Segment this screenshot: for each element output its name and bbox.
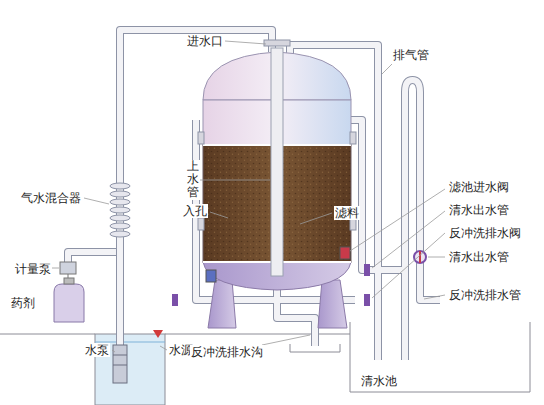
tank [198,40,356,328]
air-water-mixer [110,207,130,213]
tank [208,280,236,328]
part-label: 进水口 [186,34,224,48]
water-pump [113,355,127,356]
part-label: 入孔 [182,204,208,218]
leader-lines [424,295,445,299]
leader-lines [225,41,266,44]
part-label: 滤池进水阀 [448,180,510,194]
part-label: 滤料 [334,206,360,220]
part-label: 计量泵 [14,262,52,276]
tank [318,280,347,328]
valves [206,270,216,282]
part-label: 反冲洗排水沟 [190,345,264,359]
valves [172,294,178,306]
valves [340,247,350,259]
water-pump [113,365,127,366]
valves [419,251,421,263]
leader-lines [428,257,445,258]
leader-lines [52,268,59,269]
part-label: 反冲洗排水管 [448,288,522,302]
ground-lines [0,334,95,335]
valves [364,264,370,276]
part-label: 清水出水管 [448,203,510,217]
pipes [350,120,405,270]
air-water-mixer [110,223,130,229]
pipes [68,30,440,360]
part-label: 反冲洗排水阀 [448,226,522,240]
tank [264,40,290,46]
metering-pump-and-tank [68,274,69,278]
ground-lines [0,322,530,392]
vertical-part-label: 上水管 [186,160,200,200]
part-label: 水泵 [84,343,110,357]
leader-lines [372,211,445,268]
part-label: 排气管 [392,48,430,62]
leader-lines [382,64,392,74]
leader-lines [262,335,310,345]
valves [414,251,426,263]
air-water-mixer [110,191,130,197]
air-water-mixer [110,183,130,189]
pipes [68,30,440,360]
leader-lines [372,233,445,298]
metering-pump-and-tank [54,262,84,322]
part-label: 清水池 [360,374,398,388]
pipes [68,252,116,262]
part-label: 药剂 [10,296,36,310]
leader-lines [300,213,332,224]
leader-lines [52,41,445,352]
pipes [405,80,440,360]
leader-lines [112,350,115,352]
air-water-mixer [110,231,130,237]
tank [198,218,204,230]
air-water-mixer [110,199,130,205]
water-source-pit [95,330,165,405]
leader-lines [160,346,167,350]
ground-lines [165,334,350,335]
leader-lines [210,212,228,218]
part-label: 气水混合器 [20,191,82,205]
tank [350,132,356,144]
water-pump [113,345,127,383]
pipes [277,288,315,346]
tank [198,132,204,144]
valves [364,294,370,306]
pipes [68,252,116,262]
part-label: 清水出水管 [448,250,510,264]
water-source-pit [153,330,163,338]
metering-pump-and-tank [54,284,84,322]
pipes [277,288,315,346]
metering-pump-and-tank [60,262,76,274]
water-pump [113,345,127,383]
pipes [68,30,440,360]
metering-pump-and-tank [64,278,74,284]
leader-lines [350,189,445,251]
air-water-mixer [110,215,130,221]
leader-lines [200,180,270,181]
air-water-mixer [110,183,130,237]
leader-lines [84,198,109,204]
pipes [405,80,440,360]
tank [271,48,283,276]
